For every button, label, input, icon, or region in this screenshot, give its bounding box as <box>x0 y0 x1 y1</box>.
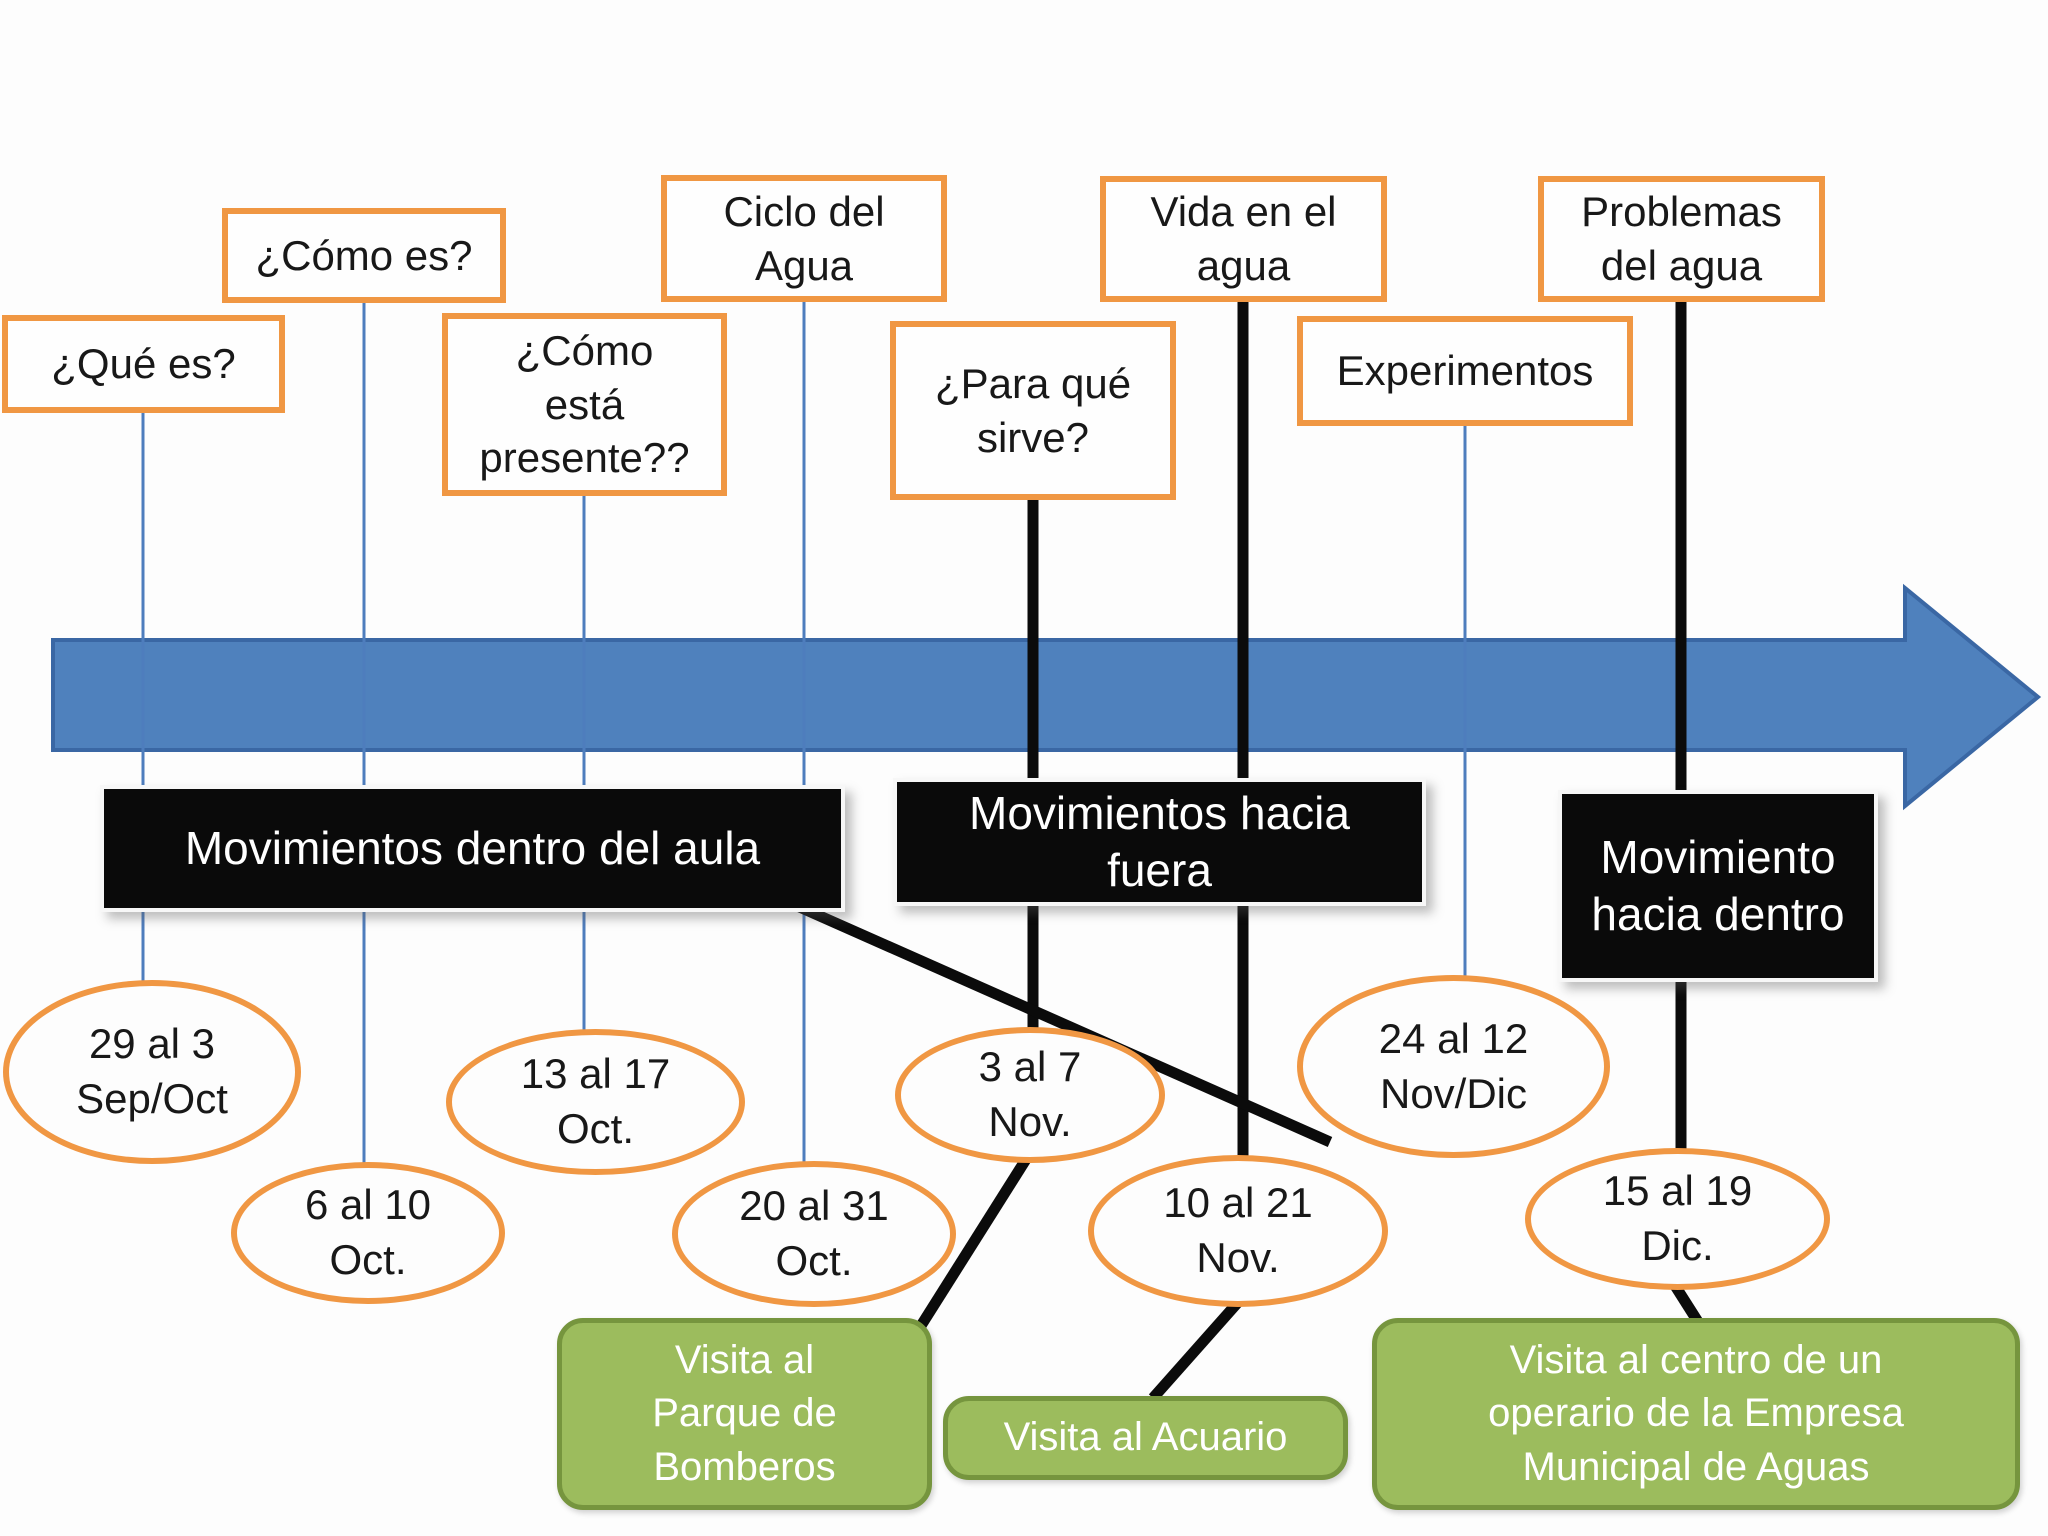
date-month: Nov. <box>1196 1234 1280 1281</box>
date-month: Nov. <box>988 1098 1072 1145</box>
date-range: 13 al 17 <box>520 1050 671 1098</box>
date-month: Sep/Oct <box>76 1075 228 1122</box>
movement-label: Movimientos dentro del aula <box>184 821 761 874</box>
topic-box-para-que-sirve: ¿Para qué sirve? <box>890 321 1176 500</box>
visit-label-line: operario de la Empresa <box>1488 1391 1904 1436</box>
date-range: 24 al 12 <box>1378 1014 1529 1062</box>
connector-aula-to-novdic <box>792 899 1333 1148</box>
date-month: Dic. <box>1641 1222 1714 1269</box>
visit-box-parque-bomberos: Visita al Parque de Bomberos <box>557 1318 932 1510</box>
date-ellipse-6al10: 6 al 10 Oct. <box>231 1162 505 1304</box>
date-ellipse-15al19: 15 al 19 Dic. <box>1525 1148 1830 1290</box>
movement-label-line: fuera <box>1107 844 1212 896</box>
topic-label: Experimentos <box>1336 347 1594 395</box>
date-ellipse-13al17: 13 al 17 Oct. <box>446 1029 745 1175</box>
date-range: 20 al 31 <box>739 1182 889 1230</box>
date-ellipse-3al7: 3 al 7 Nov. <box>895 1027 1165 1163</box>
visit-label: Visita al Acuario <box>1003 1415 1288 1460</box>
topic-label-line: agua <box>1196 242 1291 289</box>
topic-label-line: sirve? <box>976 413 1090 461</box>
date-month: Nov/Dic <box>1379 1069 1528 1117</box>
movement-label-line: Movimientos hacia <box>969 786 1350 839</box>
topic-box-como-es: ¿Cómo es? <box>222 208 506 303</box>
topic-box-vida-en-el-agua: Vida en el agua <box>1100 176 1387 302</box>
topic-box-ciclo-del-agua: Ciclo del Agua <box>661 175 947 302</box>
topic-label-line: Vida en el <box>1150 188 1337 236</box>
visit-box-acuario: Visita al Acuario <box>943 1396 1348 1480</box>
topic-label: ¿Cómo es? <box>255 231 473 279</box>
topic-box-experimentos: Experimentos <box>1297 316 1633 426</box>
date-ellipse-24al12: 24 al 12 Nov/Dic <box>1297 975 1610 1158</box>
movement-label-line: Movimiento <box>1600 830 1836 883</box>
visit-label-line: Visita al <box>674 1337 815 1382</box>
visit-label-line: Visita al centro de un <box>1509 1337 1883 1382</box>
topic-label-line: Ciclo del <box>723 187 885 235</box>
date-range: 15 al 19 <box>1602 1167 1753 1215</box>
date-ellipse-20al31: 20 al 31 Oct. <box>672 1161 956 1307</box>
date-ellipse-10al21: 10 al 21 Nov. <box>1088 1155 1388 1307</box>
movement-box-hacia-fuera: Movimientos hacia fuera <box>893 778 1426 906</box>
movement-box-dentro-del-aula: Movimientos dentro del aula <box>100 785 845 912</box>
visit-label-line: Bomberos <box>653 1444 836 1489</box>
topic-label-line: presente?? <box>479 434 690 482</box>
topic-label-line: del agua <box>1600 242 1763 289</box>
connector-nov3-to-bomberos <box>912 1150 1035 1335</box>
date-month: Oct. <box>329 1236 407 1283</box>
date-month: Oct. <box>556 1105 634 1152</box>
topic-label: ¿Qué es? <box>51 340 236 388</box>
topic-label-line: Agua <box>754 241 854 289</box>
topic-label-line: ¿Para qué <box>934 359 1132 407</box>
topic-box-que-es: ¿Qué es? <box>2 315 285 413</box>
movement-box-hacia-dentro: Movimiento hacia dentro <box>1558 790 1878 982</box>
topic-label-line: ¿Cómo <box>515 326 654 374</box>
timeline-arrow-shape <box>51 583 2042 811</box>
topic-box-como-esta-presente: ¿Cómo está presente?? <box>442 313 727 496</box>
topic-label-line: Problemas <box>1581 188 1782 236</box>
movement-label-line: hacia dentro <box>1591 888 1845 940</box>
topic-label-line: está <box>544 380 625 428</box>
topic-box-problemas-del-agua: Problemas del agua <box>1538 176 1825 302</box>
visit-box-empresa-municipal-aguas: Visita al centro de un operario de la Em… <box>1372 1318 2020 1510</box>
date-month: Oct. <box>775 1237 853 1284</box>
visit-label-line: Municipal de Aguas <box>1522 1444 1870 1489</box>
date-ellipse-29al3: 29 al 3 Sep/Oct <box>3 980 301 1164</box>
visit-label-line: Parque de <box>652 1391 837 1436</box>
date-range: 10 al 21 <box>1163 1179 1313 1227</box>
date-range: 29 al 3 <box>88 1020 216 1068</box>
connector-nov10-to-acuario <box>1148 1296 1245 1402</box>
date-range: 3 al 7 <box>978 1043 1082 1091</box>
date-range: 6 al 10 <box>304 1181 432 1229</box>
